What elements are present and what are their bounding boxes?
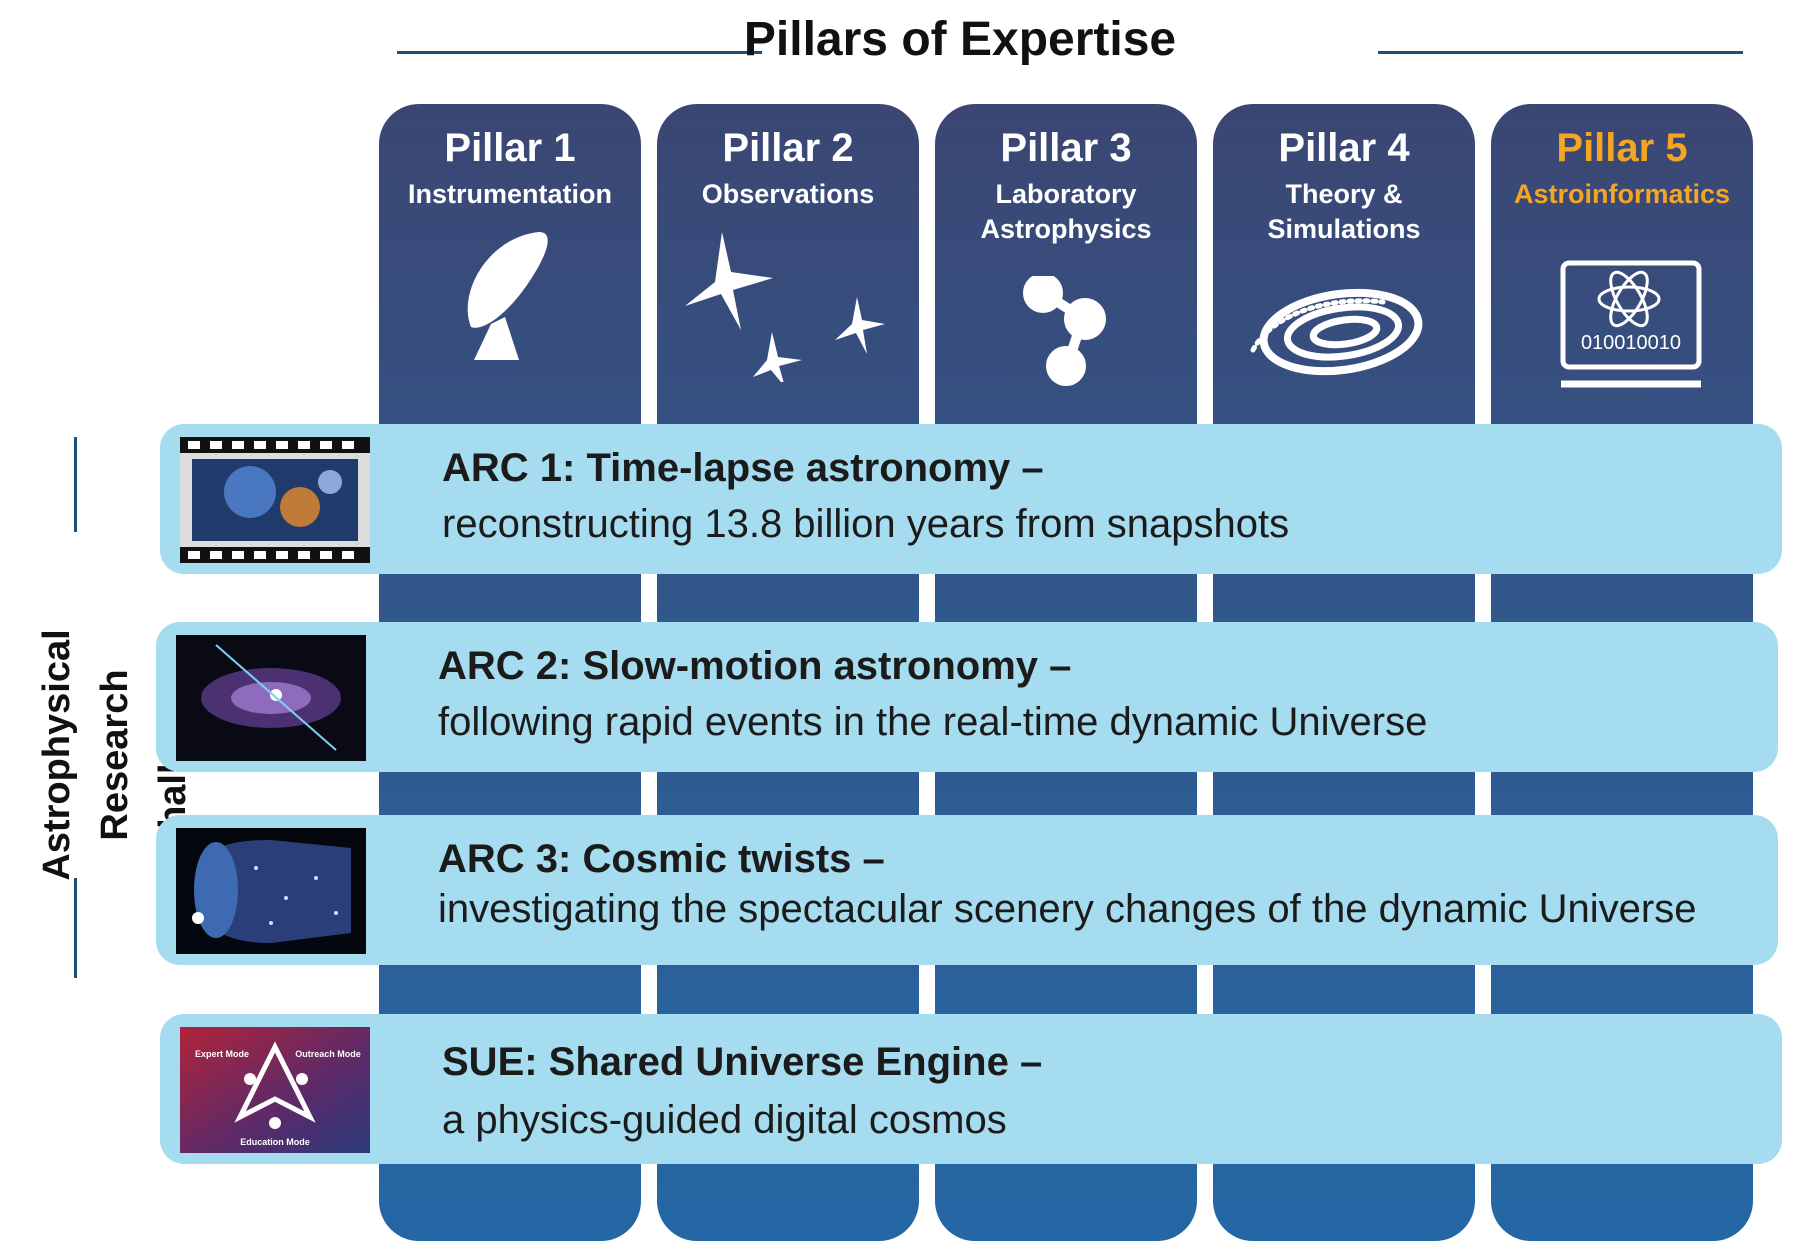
pillar-subtitle: Astroinformatics	[1513, 179, 1731, 209]
header-rule-left	[397, 51, 762, 54]
challenge-title: SUE: Shared Universe Engine –	[442, 1040, 1043, 1084]
pillar-subtitle-line2: Simulations	[1267, 214, 1421, 244]
radio-dish-icon	[467, 232, 548, 360]
side-title-line1: Astrophysical Research	[36, 629, 136, 881]
challenge-title: ARC 3: Cosmic twists –	[438, 837, 885, 881]
pillar-number: Pillar 1	[444, 126, 576, 170]
film-strip-image	[180, 437, 370, 563]
pillar-number: Pillar 4	[1278, 126, 1410, 170]
engine-modes-image: Expert Mode Outreach Mode Education Mode	[180, 1027, 370, 1153]
challenge-title: ARC 1: Time-lapse astronomy –	[442, 446, 1044, 490]
side-rule-top	[74, 437, 77, 532]
molecule-icon	[1023, 276, 1106, 386]
challenge-description: investigating the spectacular scenery ch…	[438, 887, 1697, 931]
pulsar-image	[176, 635, 366, 761]
challenge-description: reconstructing 13.8 billion years from s…	[442, 502, 1290, 546]
page-title: Pillars of Expertise	[743, 13, 1177, 66]
pillar-subtitle-line1: Theory &	[1285, 179, 1403, 209]
pillar-subtitle-line1: Laboratory	[995, 179, 1137, 209]
universe-timeline-image	[176, 828, 366, 954]
education-mode-label: Education Mode	[240, 1137, 310, 1147]
expert-mode-label: Expert Mode	[195, 1049, 249, 1059]
challenge-description: a physics-guided digital cosmos	[442, 1098, 1007, 1142]
challenge-title: ARC 2: Slow-motion astronomy –	[438, 644, 1072, 688]
binary-text: 010010010	[1581, 332, 1681, 354]
pillar-number: Pillar 2	[722, 126, 854, 170]
challenge-sue: Expert Mode Outreach Mode Education Mode…	[160, 1014, 1782, 1164]
side-title: Astrophysical Research Challenges	[28, 585, 194, 925]
challenge-description: following rapid events in the real-time …	[438, 700, 1428, 744]
stars-icon	[685, 232, 885, 382]
challenge-arc-2: ARC 2: Slow-motion astronomy – following…	[156, 622, 1778, 772]
challenge-arc-1: ARC 1: Time-lapse astronomy – reconstruc…	[160, 424, 1782, 574]
pillar-number: Pillar 3	[1000, 126, 1132, 170]
pillar-subtitle: Instrumentation	[407, 179, 612, 209]
pillar-number: Pillar 5	[1556, 126, 1688, 170]
outreach-mode-label: Outreach Mode	[295, 1049, 361, 1059]
side-rule-bottom	[74, 878, 77, 978]
pillar-subtitle-line2: Astrophysics	[980, 214, 1152, 244]
galaxy-icon	[1250, 288, 1423, 376]
laptop-data-icon: 010010010	[1560, 260, 1702, 388]
challenge-arc-3: ARC 3: Cosmic twists – investigating the…	[156, 815, 1778, 965]
pillar-subtitle: Observations	[701, 179, 875, 209]
header-rule-right	[1378, 51, 1743, 54]
